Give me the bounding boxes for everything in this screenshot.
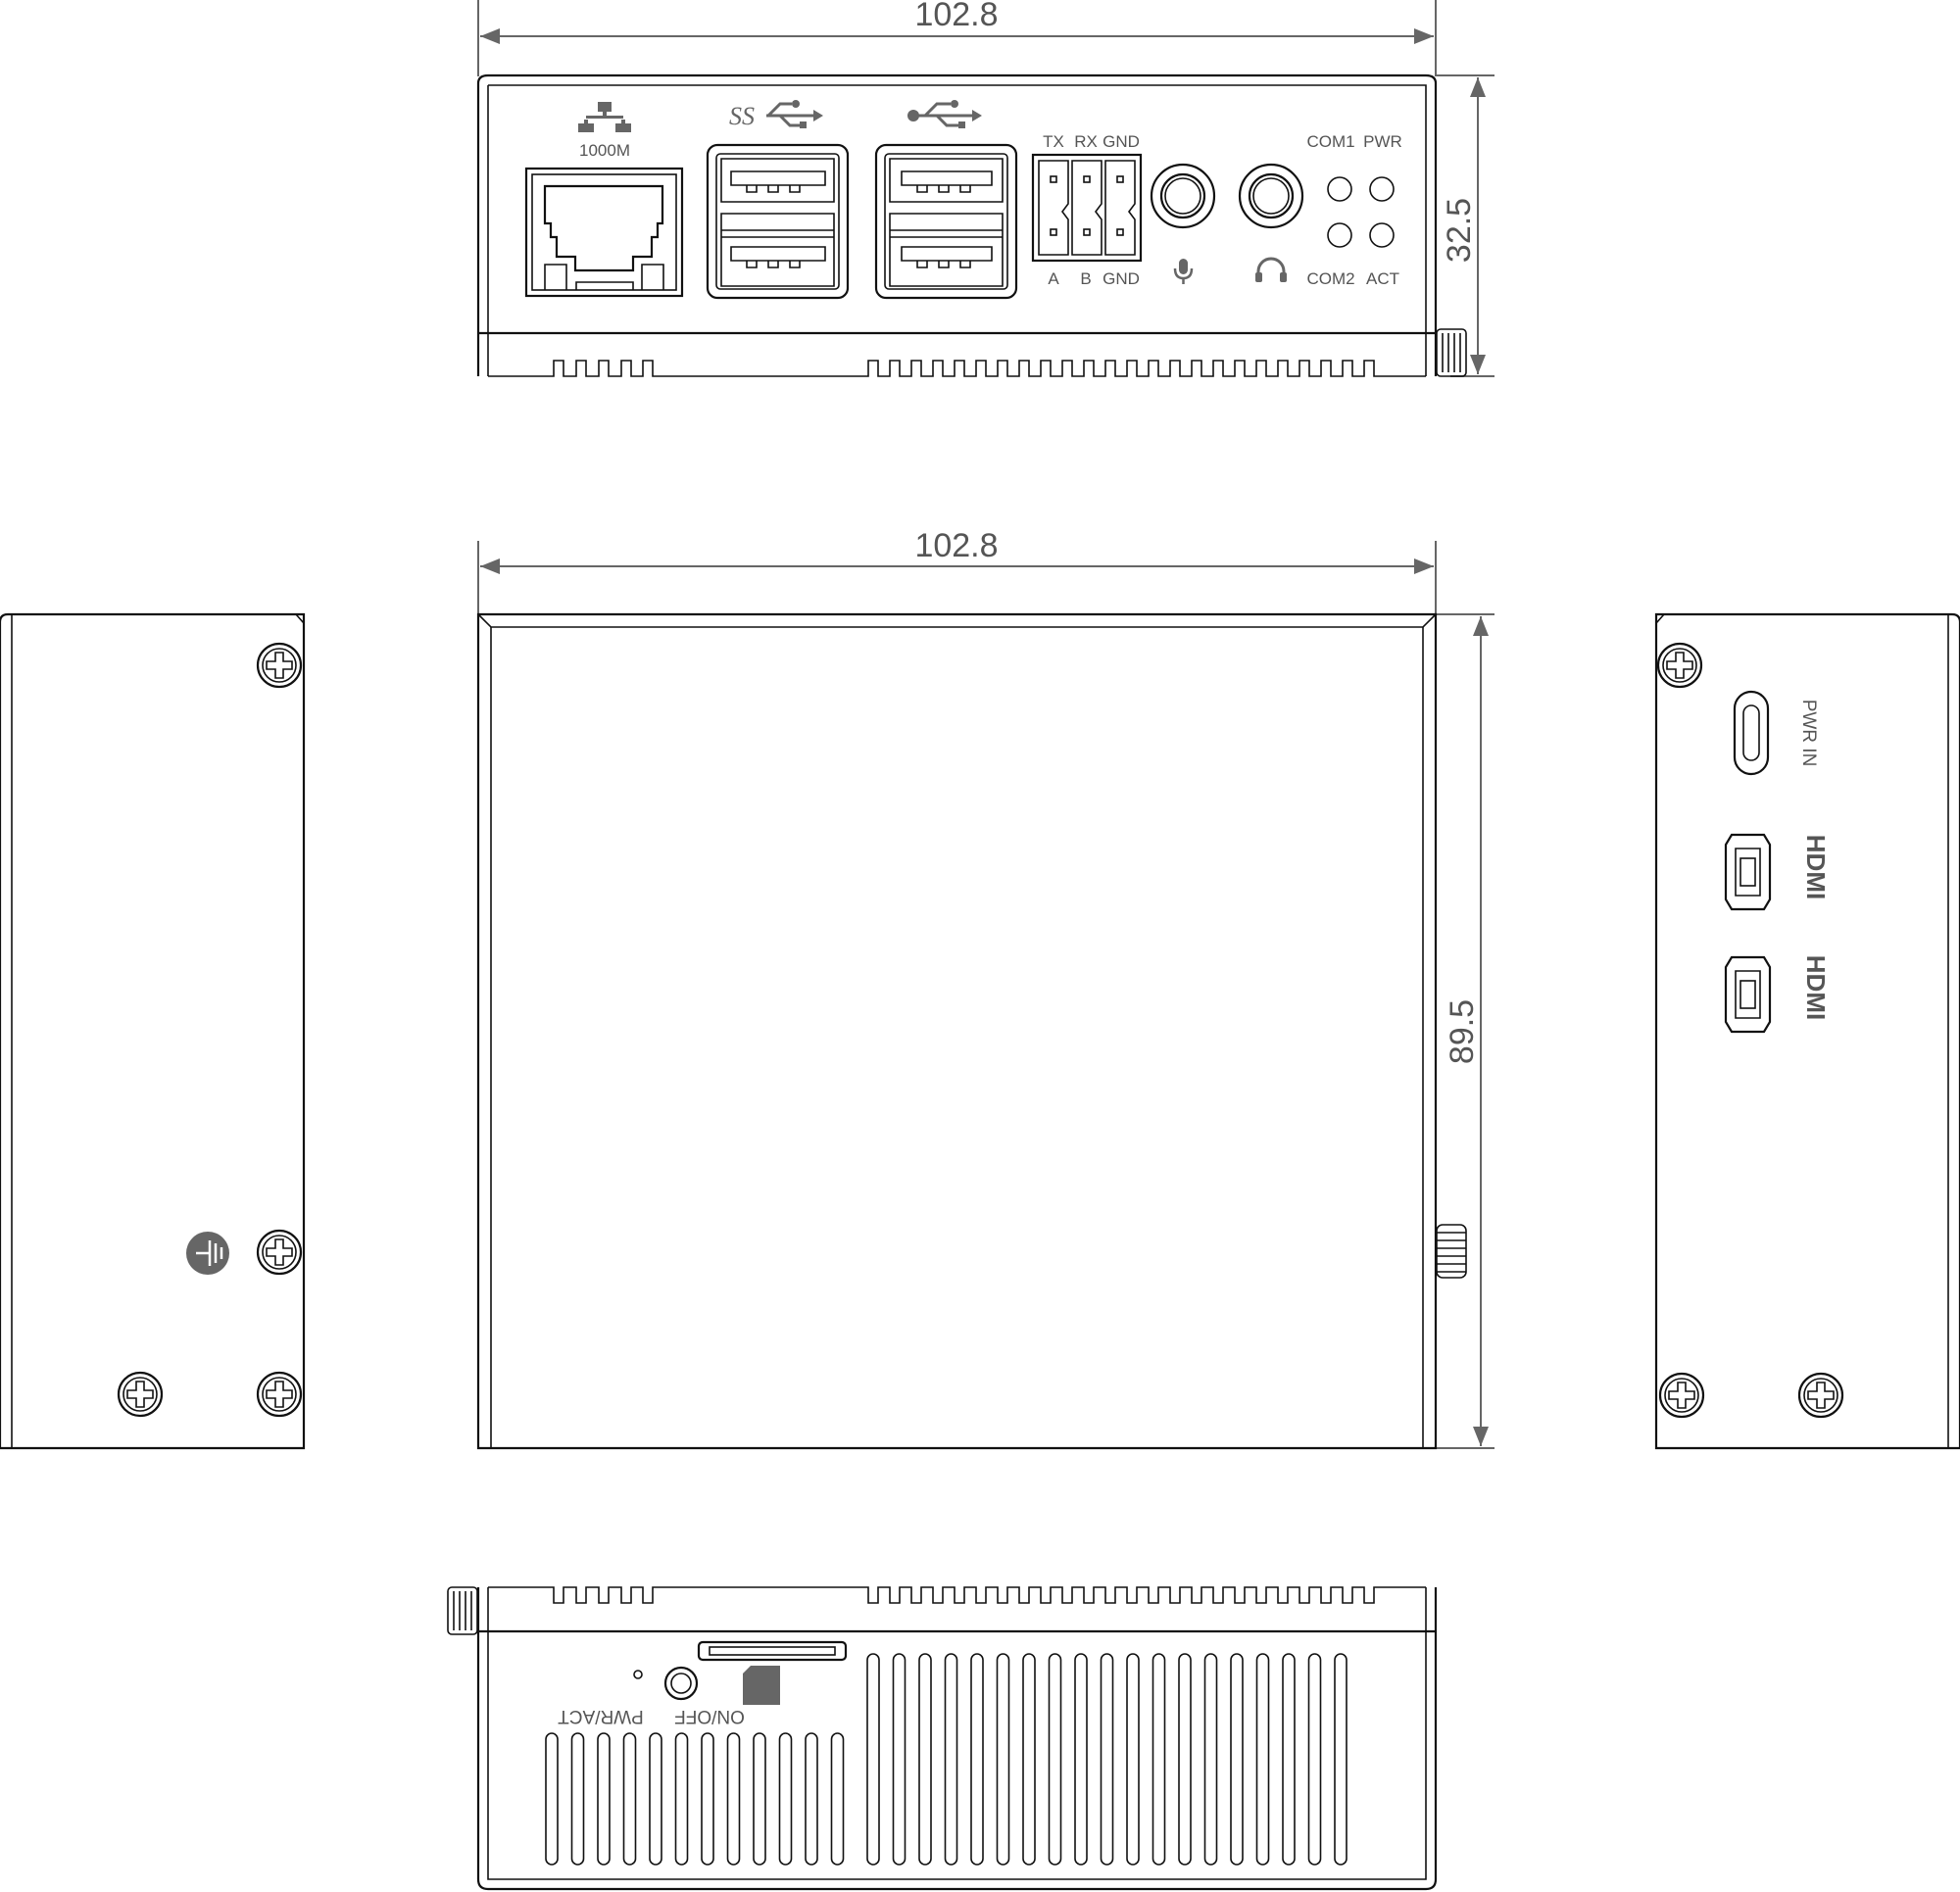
usb-icon — [766, 100, 823, 128]
vent-slot — [1178, 1653, 1192, 1866]
vent-slot — [944, 1653, 958, 1866]
vent-slot — [726, 1732, 741, 1866]
vent-slot — [1100, 1653, 1114, 1866]
terminal-label-a: A — [1048, 269, 1059, 288]
pwr-act-label: PWR/ACT — [558, 1706, 644, 1726]
terminal-label-b: B — [1080, 269, 1091, 288]
ethernet-port: 1000M — [524, 102, 684, 298]
led-com1 — [1327, 176, 1352, 202]
vent-slot — [597, 1732, 611, 1866]
rear-screw-knob — [447, 1586, 478, 1635]
microphone-icon — [1173, 259, 1194, 284]
hdmi-port-1 — [1724, 833, 1772, 911]
usb3-port: SS — [706, 100, 850, 300]
top-width-dimension: 102.8 — [914, 527, 998, 564]
vent-slot — [753, 1732, 766, 1866]
terminal-label-gnd-bottom: GND — [1102, 269, 1140, 288]
hdmi-label-2: HDMI — [1801, 955, 1831, 1020]
ethernet-speed-label: 1000M — [579, 141, 630, 160]
sd-card-slot — [697, 1640, 848, 1662]
led-act — [1369, 222, 1395, 248]
vent-slot — [918, 1653, 932, 1866]
vent-slot — [570, 1732, 585, 1866]
usb2-port — [874, 100, 1018, 300]
led-indicators: COM1 PWR COM2 ACT — [1306, 132, 1401, 288]
rear-vent-slots — [545, 1653, 1348, 1866]
vent-slot — [1152, 1653, 1166, 1866]
vent-slot — [1048, 1653, 1062, 1866]
led-label-pwr: PWR — [1363, 132, 1402, 151]
vent-slot — [805, 1732, 818, 1866]
top-depth-dimension: 89.5 — [1444, 999, 1481, 1064]
antenna-knob — [1436, 1224, 1467, 1279]
left-side-view — [0, 612, 306, 1450]
front-view: 102.8 32.5 1000M — [476, 0, 1494, 377]
serial-terminal-block: TX RX GND A B GND — [1031, 132, 1143, 288]
front-height-dimension: 32.5 — [1441, 198, 1478, 263]
vent-slot — [622, 1732, 637, 1866]
front-width-dimension: 102.8 — [914, 0, 998, 33]
vent-slot — [1203, 1653, 1218, 1866]
headphone-icon — [1255, 257, 1287, 282]
rear-heatsink-fins — [488, 1586, 1426, 1604]
network-icon — [578, 102, 631, 132]
right-side-view: PWR IN HDMI HDMI — [1654, 612, 1960, 1450]
on-off-label: ON/OFF — [674, 1706, 745, 1726]
led-com2 — [1327, 222, 1352, 248]
usb3-symbol: SS — [729, 102, 755, 130]
vent-slot — [1074, 1653, 1088, 1866]
ground-icon — [186, 1232, 229, 1275]
headphone-jack — [1238, 163, 1304, 282]
vent-slot — [1022, 1653, 1036, 1866]
usb-c-power-port — [1733, 690, 1770, 776]
led-label-com1: COM1 — [1306, 132, 1354, 151]
sd-card-icon — [743, 1666, 780, 1705]
hdmi-port-2 — [1724, 955, 1772, 1034]
led-pwr — [1369, 176, 1395, 202]
vent-slot — [970, 1653, 984, 1866]
vent-slot — [996, 1653, 1010, 1866]
vent-slot — [1307, 1653, 1322, 1866]
vent-slot — [830, 1732, 845, 1866]
led-label-com2: COM2 — [1306, 269, 1354, 288]
power-in-label: PWR IN — [1798, 700, 1819, 767]
vent-slot — [649, 1732, 662, 1866]
power-button — [663, 1666, 699, 1701]
vent-slot — [778, 1732, 793, 1866]
terminal-label-gnd-top: GND — [1102, 132, 1140, 151]
terminal-label-rx: RX — [1074, 132, 1098, 151]
vent-slot — [545, 1732, 559, 1866]
top-view: 102.8 89.5 — [476, 527, 1494, 1450]
front-heatsink-fins — [488, 360, 1426, 377]
vent-slot — [1334, 1653, 1348, 1866]
led-label-act: ACT — [1366, 269, 1399, 288]
hdmi-label-1: HDMI — [1801, 835, 1831, 899]
rear-view: PWR/ACT ON/OFF — [447, 1586, 1438, 1891]
vent-slot — [892, 1653, 906, 1866]
terminal-label-tx: TX — [1043, 132, 1064, 151]
vent-slot — [1255, 1653, 1270, 1866]
vent-slot — [674, 1732, 689, 1866]
pwr-act-led — [633, 1670, 643, 1679]
vent-slot — [1126, 1653, 1140, 1866]
usb-icon — [907, 100, 982, 128]
vent-slot — [1230, 1653, 1244, 1866]
vent-slot — [866, 1653, 880, 1866]
mic-jack — [1150, 163, 1216, 284]
vent-slot — [701, 1732, 714, 1866]
vent-slot — [1282, 1653, 1296, 1866]
